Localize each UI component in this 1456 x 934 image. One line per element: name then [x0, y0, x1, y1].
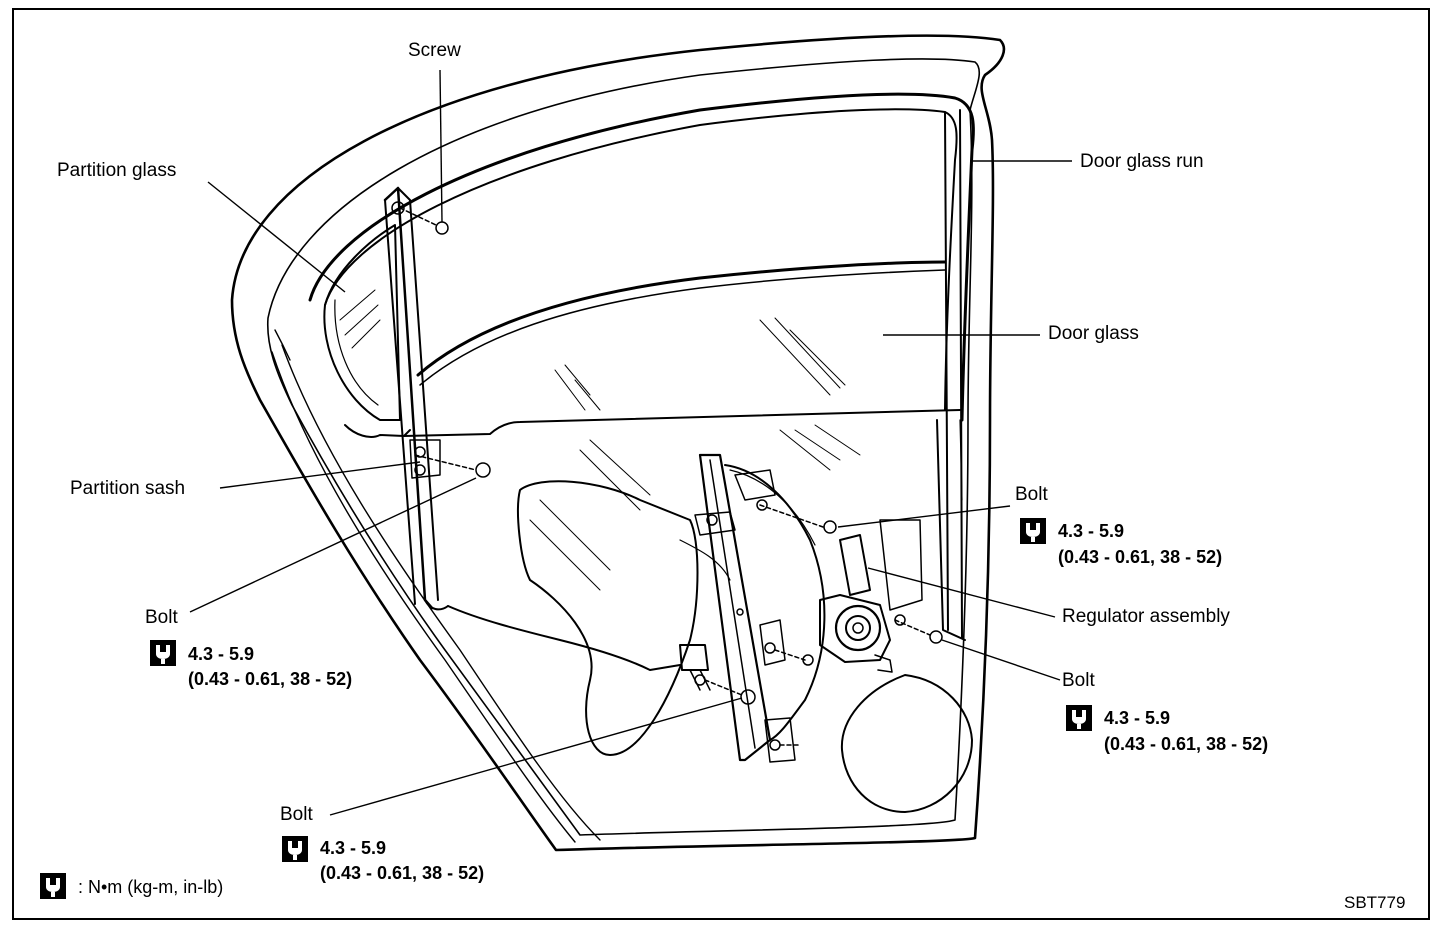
label-partition-glass: Partition glass [57, 160, 177, 181]
torque-alt-lower: (0.43 - 0.61, 38 - 52) [320, 863, 485, 883]
regulator-lower-bolt [694, 642, 814, 751]
partition-sash-channel [383, 186, 434, 610]
leader-partition-sash [219, 461, 421, 489]
window-frame-inner [324, 108, 958, 411]
legend-torque-wrench-icon [40, 873, 66, 899]
torque-value-left: 4.3 - 5.9 [188, 644, 255, 664]
door-glass-top-edge [416, 260, 947, 377]
label-bolt-left: Bolt [145, 607, 178, 628]
label-bolt-lower: Bolt [280, 804, 313, 825]
regulator-upper-bolt [706, 499, 837, 534]
leader-regulator [867, 567, 1056, 618]
torque-alt-upper: (0.43 - 0.61, 38 - 52) [1058, 547, 1223, 567]
label-partition-sash: Partition sash [70, 478, 186, 499]
torque-alt-left: (0.43 - 0.61, 38 - 52) [188, 669, 353, 689]
label-bolt-upper: Bolt [1015, 484, 1048, 505]
belt-line [403, 409, 961, 437]
door-outer-panel [230, 34, 1006, 852]
regulator-motor [839, 534, 871, 596]
torque-wrench-icon [1020, 518, 1046, 544]
speaker-opening [840, 674, 973, 813]
label-door-glass-run: Door glass run [1080, 151, 1204, 172]
partition-glass-shape [323, 224, 401, 421]
leader-lines [189, 69, 1072, 816]
torque-value-lower: 4.3 - 5.9 [320, 838, 387, 858]
leader-screw [439, 69, 443, 223]
door-inner-edge [266, 58, 980, 836]
torque-value-upper: 4.3 - 5.9 [1058, 521, 1125, 541]
torque-value-right: 4.3 - 5.9 [1104, 708, 1171, 728]
legend-unit-text: : N•m (kg-m, in-lb) [78, 877, 224, 897]
torque-wrench-icon [282, 836, 308, 862]
label-regulator-assembly: Regulator assembly [1062, 606, 1230, 627]
leader-bolt-lower [329, 697, 743, 816]
window-frame [308, 92, 975, 422]
door-trim-line [281, 344, 601, 841]
leader-bolt-right [941, 639, 1061, 681]
regulator-cable [447, 605, 681, 671]
label-screw: Screw [408, 40, 461, 61]
door-glass-run-channel [944, 109, 963, 639]
label-bolt-right: Bolt [1062, 670, 1095, 691]
regulator-rail [698, 453, 772, 762]
torque-alt-right: (0.43 - 0.61, 38 - 52) [1104, 734, 1269, 754]
door-trim-line-2 [271, 351, 576, 843]
leader-partition-glass [207, 181, 346, 293]
leader-bolt-upper [837, 505, 1011, 528]
leader-bolt-left [189, 477, 477, 613]
torque-wrench-icon [150, 640, 176, 666]
regulator-right-bolt [894, 614, 943, 644]
partition-sash-bolt [409, 439, 491, 479]
torque-wrench-icon [1066, 705, 1092, 731]
figure-code: SBT779 [1344, 893, 1406, 912]
inner-panel-cutout [517, 480, 699, 756]
label-door-glass: Door glass [1048, 323, 1139, 344]
